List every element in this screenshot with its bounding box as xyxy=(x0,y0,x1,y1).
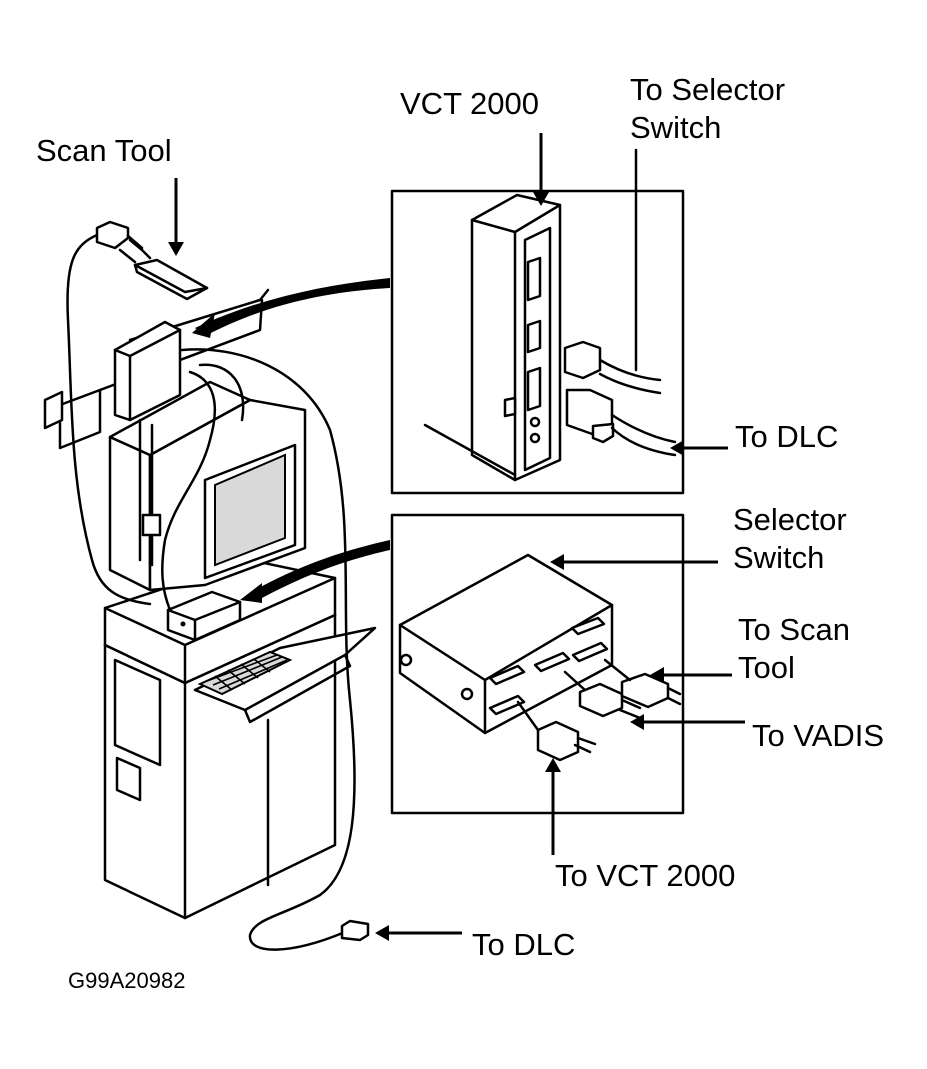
vct2000-inset-frame xyxy=(390,189,685,495)
plug-to-vadis xyxy=(578,682,624,718)
scan-tool xyxy=(95,220,209,301)
label-selector-switch-line2: Switch xyxy=(733,540,824,575)
label-vct2000: VCT 2000 xyxy=(400,86,539,121)
label-to-dlc-bottom: To DLC xyxy=(472,927,575,962)
callout-leader-switch xyxy=(255,540,390,598)
figure-code: G99A20982 xyxy=(68,968,185,993)
label-to-scan-tool-line1: To Scan xyxy=(738,612,850,647)
selector-switch-on-cabinet xyxy=(166,590,242,642)
vct2000-mount xyxy=(43,288,270,567)
label-to-scan-tool-line2: Tool xyxy=(738,650,795,685)
vadis-cabinet xyxy=(43,220,377,951)
dlc-plug xyxy=(340,919,370,942)
plug-to-vct2000 xyxy=(536,720,580,762)
label-arrows xyxy=(168,133,745,941)
label-to-selector-switch-line1: To Selector xyxy=(630,72,785,107)
keyboard xyxy=(197,650,293,696)
label-to-vadis: To VADIS xyxy=(752,718,884,753)
label-to-selector-switch-line2: Switch xyxy=(630,110,721,145)
label-to-vct2000: To VCT 2000 xyxy=(555,858,735,893)
vct2000-inset xyxy=(390,189,685,495)
selector-switch-inset-frame xyxy=(390,513,685,815)
callout-leader-vct xyxy=(195,278,390,336)
label-scan-tool: Scan Tool xyxy=(36,133,172,168)
label-selector-switch-line1: Selector xyxy=(733,502,847,537)
selector-switch-inset xyxy=(390,513,685,815)
label-to-dlc-top: To DLC xyxy=(735,419,838,454)
